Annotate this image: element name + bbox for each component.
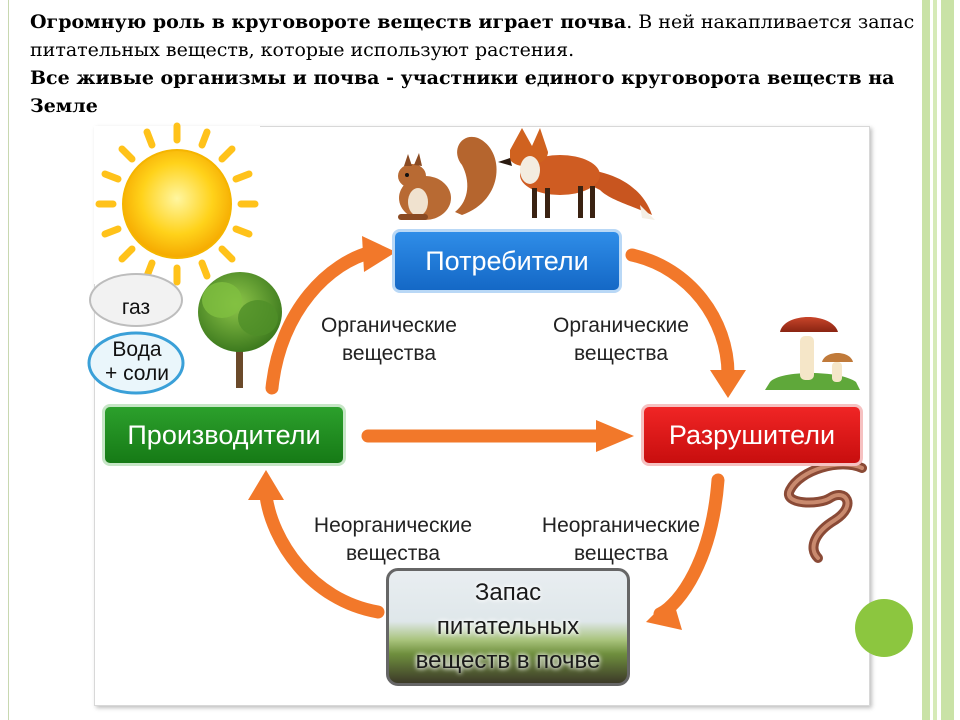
edge-label-organic-right: Органические вещества (534, 312, 708, 368)
circle-decoration-icon (855, 599, 913, 657)
sun-icon (95, 122, 259, 286)
edge-label-line: Органические (321, 314, 457, 337)
cycle-arrows (259, 245, 735, 621)
water-label-line: + соли (104, 362, 170, 385)
arrow-heads (248, 236, 746, 630)
header-line2-bold: Все живые организмы и почва - участники … (30, 67, 895, 117)
water-label-line: Вода (112, 338, 162, 361)
decomposers-node: Разрушители (641, 404, 863, 466)
squirrel-icon (398, 136, 497, 220)
water-label: Вода + соли (90, 338, 184, 386)
producers-node: Производители (102, 404, 346, 466)
arrow-producers-to-consumers (265, 245, 379, 395)
tree-icon (198, 272, 282, 388)
edge-label-line: вещества (345, 542, 441, 565)
edge-label-line: Органические (553, 314, 689, 337)
soil-line: питательных (436, 613, 580, 640)
edge-label-line: вещества (341, 342, 437, 365)
header-line1-bold: Огромную роль в круговороте веществ игра… (30, 11, 627, 33)
water-ellipse (87, 331, 185, 395)
soil-line: веществ в почве (415, 647, 601, 674)
header-line1-rest: . В ней накапливается запас питательных … (30, 11, 915, 61)
fox-icon (498, 128, 655, 220)
edge-label-inorganic-left: Неорганические вещества (290, 512, 496, 568)
decorative-stripe (933, 0, 937, 720)
edge-label-inorganic-right: Неорганические вещества (518, 512, 724, 568)
worm-icon (783, 459, 867, 563)
decorative-stripe (922, 0, 930, 720)
edge-label-organic-left: Органические вещества (302, 312, 476, 368)
soil-node: Запас питательных веществ в почве (386, 568, 630, 686)
gas-ellipse (89, 273, 183, 327)
consumers-node: Потребители (392, 229, 622, 293)
edge-label-line: Неорганические (541, 514, 701, 537)
arrow-consumers-to-decomposers (625, 248, 735, 381)
edge-label-line: вещества (573, 342, 669, 365)
edge-label-line: вещества (573, 542, 669, 565)
gas-label-line: газ (121, 296, 151, 319)
soil-line: Запас (474, 579, 542, 606)
left-border (8, 0, 9, 720)
mushroom-icon (765, 317, 860, 390)
gas-label: газ (92, 286, 180, 326)
edge-label-line: Неорганические (313, 514, 473, 537)
header-text: Огромную роль в круговороте веществ игра… (30, 8, 920, 120)
decorative-stripe (941, 0, 954, 720)
arrow-soil-to-producers (259, 489, 385, 619)
